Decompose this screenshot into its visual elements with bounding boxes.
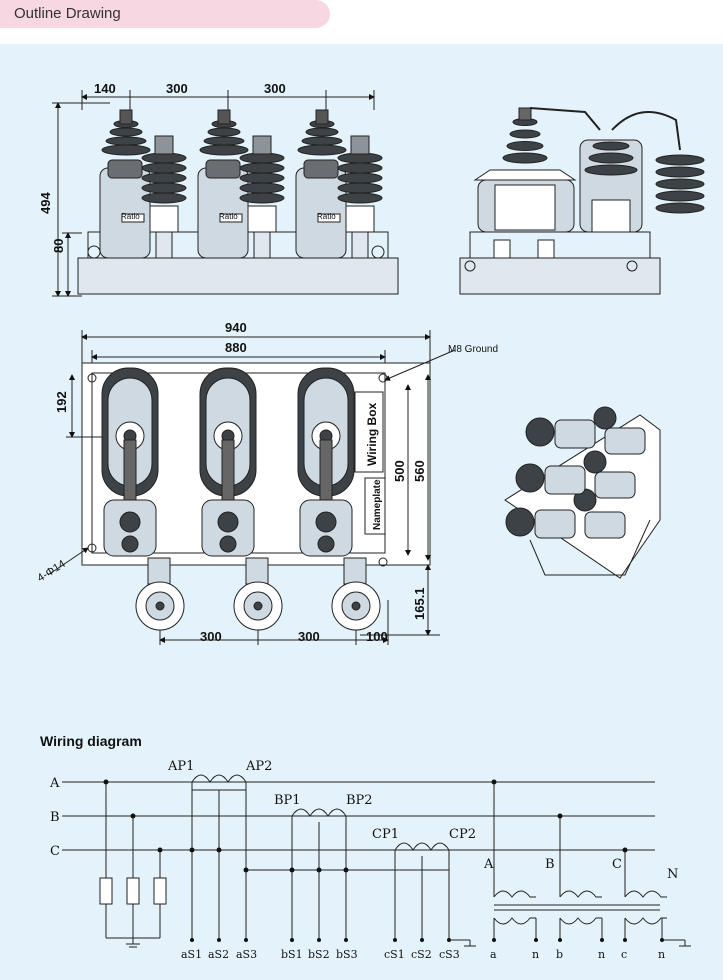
- dim-494: 494: [38, 192, 53, 214]
- wiring-dots: [103, 779, 664, 942]
- vt-b-label: B: [545, 857, 555, 872]
- dim-880: 880: [225, 340, 247, 355]
- dim-140: 140: [94, 81, 116, 96]
- sec-n2-label: n: [598, 948, 605, 961]
- dim-500: 500: [392, 460, 407, 482]
- top-view: [47, 330, 456, 645]
- sec-b-label: b: [556, 948, 563, 961]
- page-title: Outline Drawing: [14, 5, 121, 22]
- transformer-unit: [99, 109, 187, 259]
- dim-100: 100: [366, 629, 388, 644]
- isometric-view: [504, 406, 661, 579]
- cp2-label: CP2: [449, 827, 476, 842]
- bs3-label: bS3: [336, 948, 358, 961]
- wiring-diagram-title: Wiring diagram: [40, 733, 142, 749]
- sec-a-label: a: [490, 948, 497, 961]
- line-b-label: B: [50, 810, 60, 825]
- ground-label: M8 Ground: [448, 344, 498, 355]
- dim-940: 940: [225, 320, 247, 335]
- sec-n3-label: n: [658, 948, 665, 961]
- cs3-label: cS3: [439, 948, 460, 961]
- dim-80: 80: [51, 239, 66, 253]
- vt-c-label: C: [612, 857, 622, 872]
- wiring-diagram: [62, 774, 691, 948]
- ratio-label-3: Ratio: [317, 212, 336, 221]
- bp1-label: BP1: [274, 793, 301, 808]
- as3-label: aS3: [236, 948, 257, 961]
- dim-192: 192: [54, 391, 69, 413]
- dim-165-1: 165.1: [412, 587, 427, 620]
- ratio-label-1: Ratio: [121, 212, 140, 221]
- sec-c-label: c: [621, 948, 627, 961]
- cs2-label: cS2: [411, 948, 432, 961]
- dim-300a: 300: [166, 81, 188, 96]
- ap2-label: AP2: [245, 759, 272, 774]
- wiring-box-label: Wiring Box: [365, 402, 379, 466]
- as1-label: aS1: [181, 948, 202, 961]
- front-dim-labels: 140 300 300 494 80 Ratio Ratio Ratio: [38, 81, 336, 253]
- as2-label: aS2: [208, 948, 229, 961]
- dim-300d: 300: [298, 629, 320, 644]
- bs2-label: bS2: [308, 948, 330, 961]
- bs1-label: bS1: [281, 948, 303, 961]
- cp1-label: CP1: [372, 827, 399, 842]
- bp2-label: BP2: [346, 793, 373, 808]
- wiring-labels: A B C AP1 AP2 BP1 BP2 CP1 CP2 aS1 aS2 aS…: [49, 759, 678, 961]
- dim-560: 560: [412, 460, 427, 482]
- front-view: [52, 90, 399, 297]
- cs1-label: cS1: [384, 948, 405, 961]
- section-tab: Outline Drawing: [0, 0, 330, 28]
- vt-a-label: A: [483, 857, 494, 872]
- line-a-label: A: [49, 776, 60, 791]
- dim-300b: 300: [264, 81, 286, 96]
- nameplate-label: Nameplate: [372, 479, 383, 530]
- side-view: [459, 107, 705, 295]
- ratio-label-2: Ratio: [219, 212, 238, 221]
- sec-n1-label: n: [532, 948, 539, 961]
- vt-n-label: N: [667, 867, 678, 882]
- holes-label: 4-Φ14: [35, 558, 67, 584]
- line-c-label: C: [50, 844, 60, 859]
- dim-300c: 300: [200, 629, 222, 644]
- ap1-label: AP1: [167, 759, 194, 774]
- top-unit: [101, 367, 185, 631]
